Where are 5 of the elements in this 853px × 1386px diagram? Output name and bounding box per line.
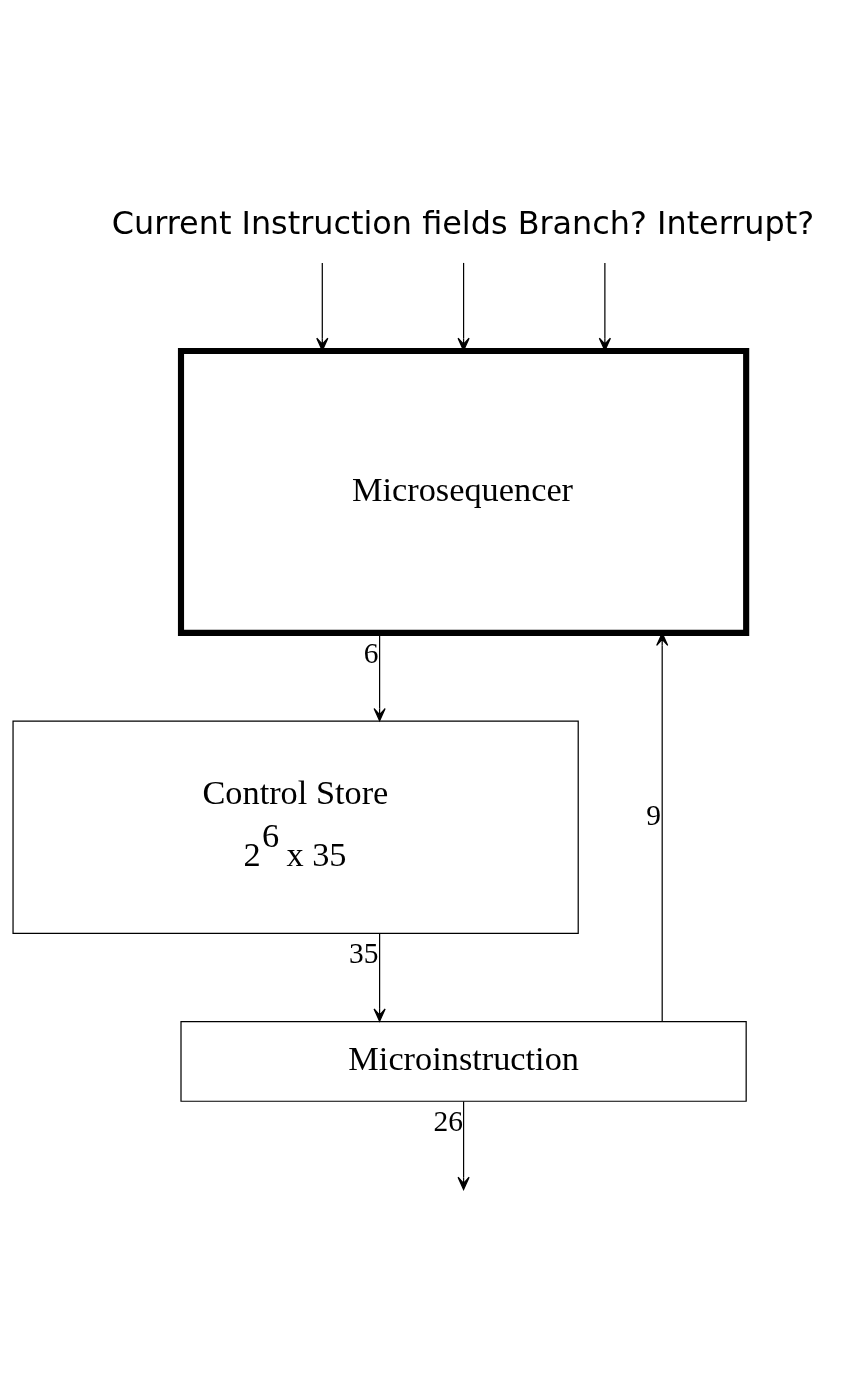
edge-label: 35 [348,936,379,969]
edge-label: 26 [433,1104,463,1137]
node-text: Current Instruction fields Branch? Interrupt? [111,203,815,242]
edge-label: 9 [646,799,661,832]
edge-label: 6 [363,636,379,669]
